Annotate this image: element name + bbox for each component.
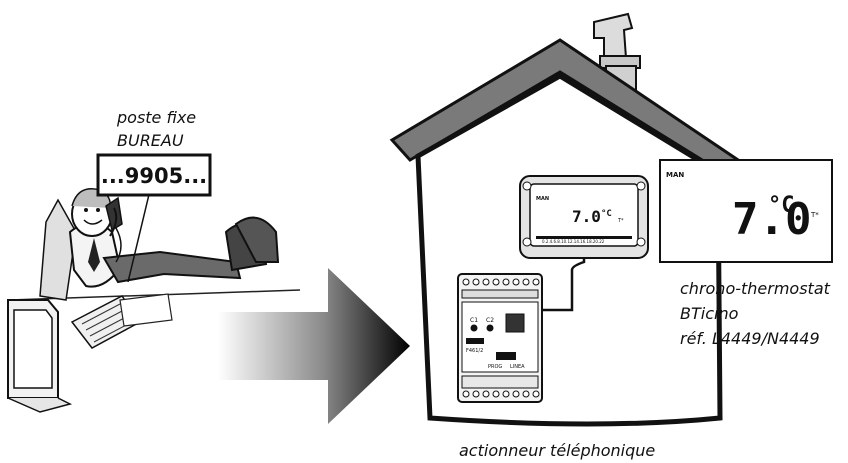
large-display-unit: °C: [768, 193, 795, 218]
thermostat-button-minus[interactable]: [522, 237, 532, 247]
actuator-linea-label: LINEA: [510, 364, 525, 370]
computer-monitor-icon: [7, 299, 73, 413]
callout-line: [127, 181, 153, 283]
thermostat-label-line3: réf. L4449/N4449: [680, 329, 820, 348]
thermostat-label-line2: BTicino: [680, 304, 739, 323]
small-display-temp: 7.0: [572, 207, 601, 226]
actuator-c2: C2: [486, 317, 494, 324]
actuator-prog-label: PROG: [488, 364, 502, 370]
large-display-temp: 7.0: [732, 194, 811, 245]
phone-label-line1: poste fixe: [116, 108, 196, 127]
large-display-tstar: T*: [810, 211, 819, 219]
telephone-actuator-device: C1 C2 F461/2 PROG LINEA: [457, 273, 543, 403]
large-display-mode: MAN: [666, 171, 684, 179]
actuator-label: actionneur téléphonique: [459, 441, 655, 460]
thermostat-display-zoom: MAN 7.0 °C T*: [659, 159, 833, 263]
small-display-unit: °C: [601, 209, 612, 219]
transmission-arrow: [218, 268, 410, 424]
small-display-scale: 0.2.4.6.8.10.12.14.16.18.20.22: [542, 239, 605, 244]
office-worker-illustration: [7, 188, 301, 413]
thermostat-button-plus[interactable]: [636, 237, 646, 247]
phone-jack-icon: [505, 313, 525, 333]
wall-thermostat: MAN 7.0 °C T* 0.2.4.6.8.10.12.14.16.18.2…: [519, 175, 649, 259]
phone-label-line2: BUREAU: [117, 131, 184, 150]
phone-number-box: ...9905...: [96, 153, 212, 197]
thermostat-button-t[interactable]: [636, 181, 646, 191]
small-display-tstar: T*: [617, 218, 624, 224]
phone-number-text: ...9905...: [101, 164, 207, 188]
small-display-mode: MAN: [536, 196, 549, 202]
actuator-c1: C1: [470, 317, 478, 324]
connection-wire: [516, 258, 586, 312]
thermostat-button-p[interactable]: [522, 181, 532, 191]
thermostat-label-line1: chrono-thermostat: [680, 279, 831, 298]
actuator-model: F461/2: [466, 348, 483, 354]
phone-handset-icon: [105, 196, 123, 263]
